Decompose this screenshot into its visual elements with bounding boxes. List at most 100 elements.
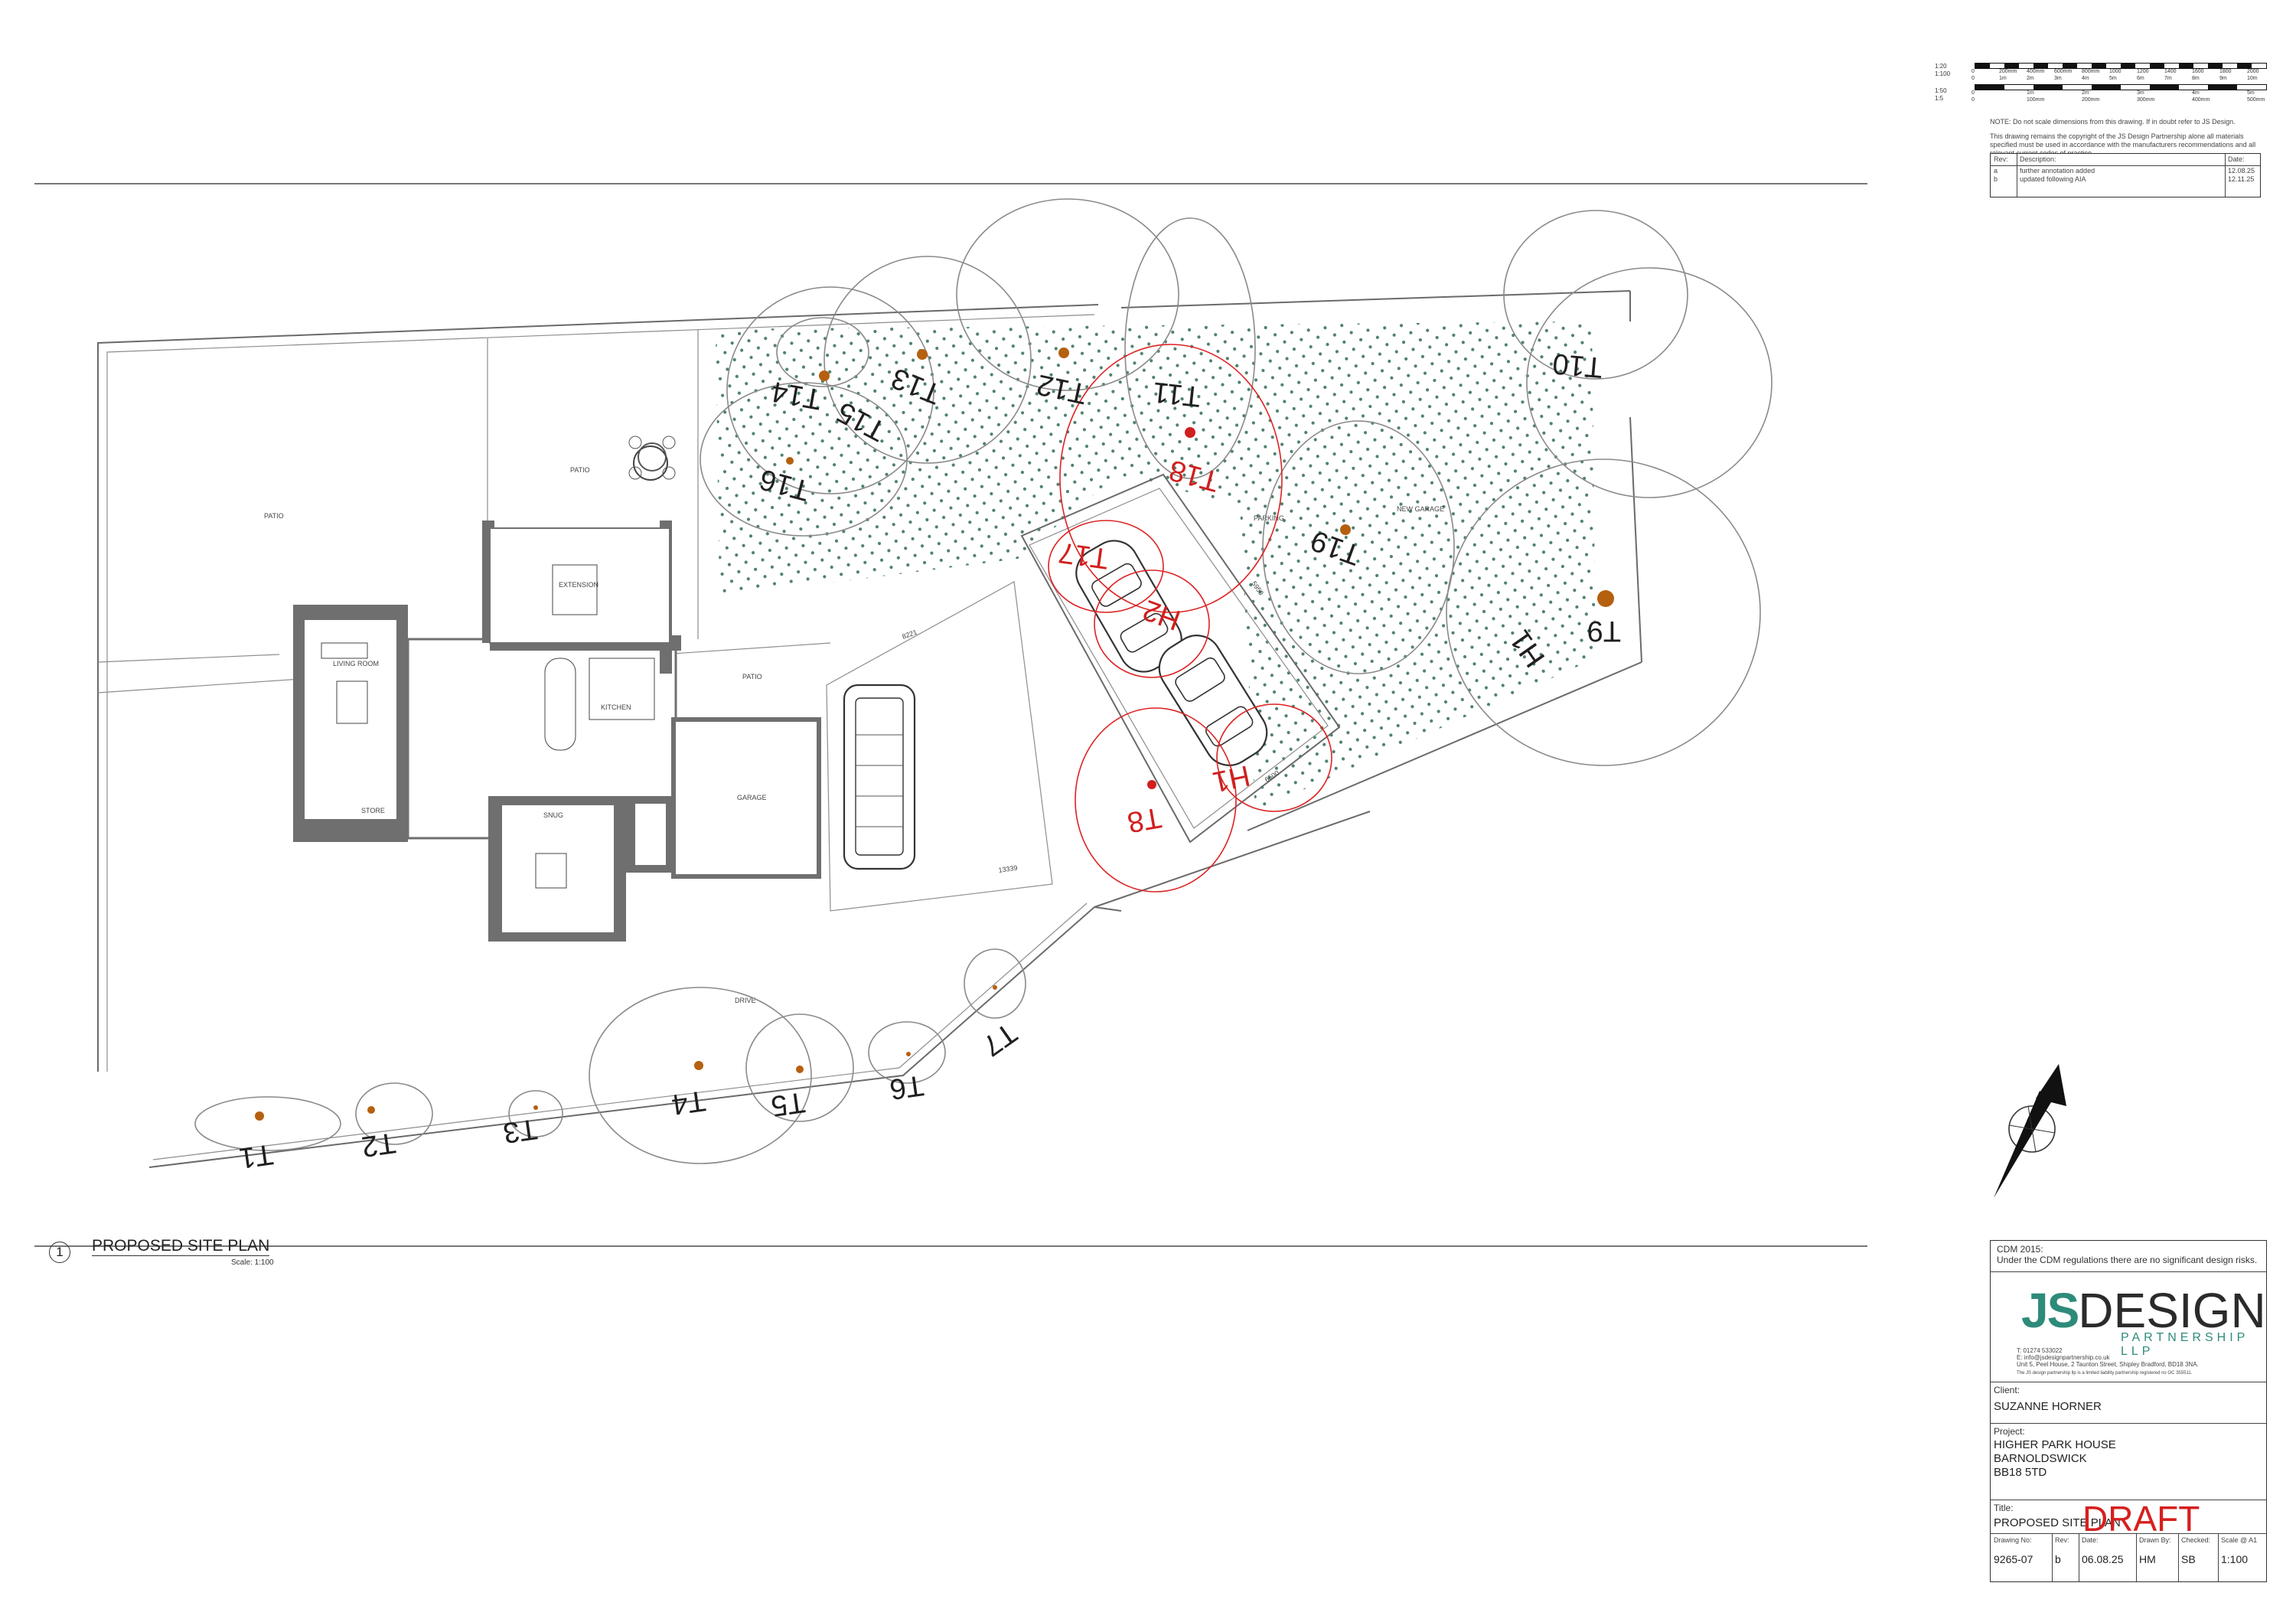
scale-tick-label: 2m [2082, 90, 2089, 96]
draft-stamp: DRAFT [2082, 1499, 2200, 1539]
company-legal: The JS design partnership llp is a limit… [2017, 1371, 2193, 1376]
rev-a: a [1994, 167, 1998, 175]
van [843, 684, 916, 870]
company-tel: T: 01274 533022 [2017, 1347, 2063, 1354]
scale-tick-label: 1200 [2137, 69, 2149, 74]
drawn-by-label: Drawn By: [2139, 1536, 2171, 1544]
drawing-no-value: 9265-07 [1994, 1553, 2033, 1565]
scale-a1-value: 1:100 [2221, 1553, 2249, 1565]
dimension-d1: 8221 [901, 628, 918, 641]
company-logo: JSDESIGN [2021, 1282, 2266, 1343]
rev-a-description: further annotation added [2020, 167, 2095, 175]
scale-tick-label: 8m [2192, 76, 2200, 81]
room-label-snug: SNUG [543, 811, 563, 819]
room-label-living-room: LIVING ROOM [333, 660, 379, 667]
scale-tick-label: 0 [1971, 90, 1975, 96]
scale-tick-label: 3m [2137, 90, 2144, 96]
tree-label-t1: T1 [237, 1137, 276, 1174]
scale-tick-label: 1000 [2109, 69, 2122, 74]
revision-table: Rev: Description: Date: a further annota… [1990, 153, 2261, 197]
room-label-drive: DRIVE [735, 997, 756, 1004]
scale-tick-label: 200mm [1999, 69, 2017, 74]
house-plan [293, 445, 821, 942]
client-label: Client: [1994, 1385, 2020, 1395]
title-value: PROPOSED SITE PLAN [1994, 1516, 2121, 1529]
scale-label-1-100: 1:100 [1935, 70, 1951, 77]
date-header: Date: [2228, 155, 2245, 163]
rev-b-description: updated following AIA [2020, 175, 2086, 183]
tree-label-t4: T4 [670, 1084, 708, 1121]
scale-a1-label: Scale @ A1 [2221, 1536, 2258, 1544]
rev-b: b [1994, 175, 1998, 183]
scale-tick-label: 4m [2192, 90, 2200, 96]
checked-label: Checked: [2181, 1536, 2211, 1544]
scale-tick-label: 500mm [2247, 97, 2265, 103]
date-value: 06.08.25 [2082, 1553, 2124, 1565]
north-arrow-icon [1994, 1064, 2066, 1198]
company-address: Unit 5, Peel House, 2 Taunton Street, Sh… [2017, 1361, 2199, 1368]
patio-table [628, 436, 676, 480]
room-label-kitchen: KITCHEN [601, 703, 631, 711]
scale-tick-label: 100mm [2027, 97, 2045, 103]
scale-tick-label: 200mm [2082, 97, 2100, 103]
tree-label-t11: T11 [1151, 375, 1202, 412]
plan-caption-title: PROPOSED SITE PLAN [92, 1237, 270, 1256]
logo-subtitle: PARTNERSHIP LLP [2121, 1331, 2249, 1358]
scale-tick-label: 0 [1971, 76, 1975, 81]
scale-tick-label: 800mm [2082, 69, 2100, 74]
rev-label: Rev: [2055, 1536, 2069, 1544]
tree-label-t9: T9 [1587, 615, 1621, 647]
rev-a-date: 12.08.25 [2228, 167, 2255, 175]
room-label-garage: GARAGE [737, 794, 767, 801]
cdm-text: Under the CDM regulations there are no s… [1997, 1255, 2258, 1265]
scale-tick-label: 0 [1971, 69, 1975, 74]
scale-tick-label: 600mm [2054, 69, 2073, 74]
drawing-notes: NOTE: Do not scale dimensions from this … [1990, 118, 2265, 158]
scale-label-1-5: 1:5 [1935, 95, 1944, 102]
tree-label-t2: T2 [360, 1126, 398, 1163]
company-email: E: info@jsdesignpartnership.co.uk [2017, 1354, 2110, 1361]
scale-label-1-20: 1:20 [1935, 63, 1947, 70]
note-do-not-scale: NOTE: Do not scale dimensions from this … [1990, 118, 2236, 126]
scale-tick-label: 1400 [2164, 69, 2177, 74]
scale-tick-label: 0 [1971, 97, 1975, 103]
car-2 [1158, 635, 1268, 766]
tree-label-t17: T17 [1057, 536, 1111, 575]
scale-tick-label: 2000 [2247, 69, 2259, 74]
rev-header: Rev: [1994, 155, 2008, 163]
cdm-title: CDM 2015: [1997, 1244, 2043, 1255]
project-label: Project: [1994, 1426, 2025, 1437]
room-label-parking: PARKING [1254, 514, 1284, 522]
tree-label-t6: T6 [888, 1069, 926, 1105]
room-label-new-garage: NEW GARAGE [1397, 505, 1444, 513]
tree-canopies [194, 198, 1773, 1164]
scale-tick-label: 1m [2027, 90, 2034, 96]
tree-markers [255, 348, 1614, 1121]
plan-caption: 1 PROPOSED SITE PLAN Scale: 1:100 [49, 1234, 294, 1272]
lawn-area [716, 321, 1596, 811]
drive-area [826, 473, 1341, 912]
scale-label-1-50: 1:50 [1935, 87, 1947, 94]
scale-tick-label: 1800 [2219, 69, 2232, 74]
rev-b-date: 12.11.25 [2228, 175, 2255, 183]
room-label-extension: EXTENSION [559, 581, 598, 589]
scale-tick-label: 7m [2164, 76, 2172, 81]
scale-tick-label: 6m [2137, 76, 2144, 81]
plan-caption-scale: Scale: 1:100 [231, 1258, 274, 1267]
plan-caption-number: 1 [49, 1242, 70, 1263]
room-label-patio-east: PATIO [742, 673, 762, 680]
checked-value: SB [2181, 1553, 2196, 1565]
scale-tick-label: 300mm [2137, 97, 2155, 103]
room-label-patio-west: PATIO [264, 512, 284, 520]
logo-js: JS [2021, 1283, 2079, 1338]
dimension-drive-length: 13339 [998, 864, 1018, 874]
tree-label-t3: T3 [501, 1112, 540, 1149]
tree-label-t7: T7 [977, 1017, 1022, 1062]
room-label-patio-north: PATIO [570, 466, 590, 474]
description-header: Description: [2020, 155, 2056, 163]
rev-value: b [2055, 1553, 2061, 1565]
project-line3: BB18 5TD [1994, 1466, 2047, 1479]
scale-tick-label: 3m [2054, 76, 2062, 81]
